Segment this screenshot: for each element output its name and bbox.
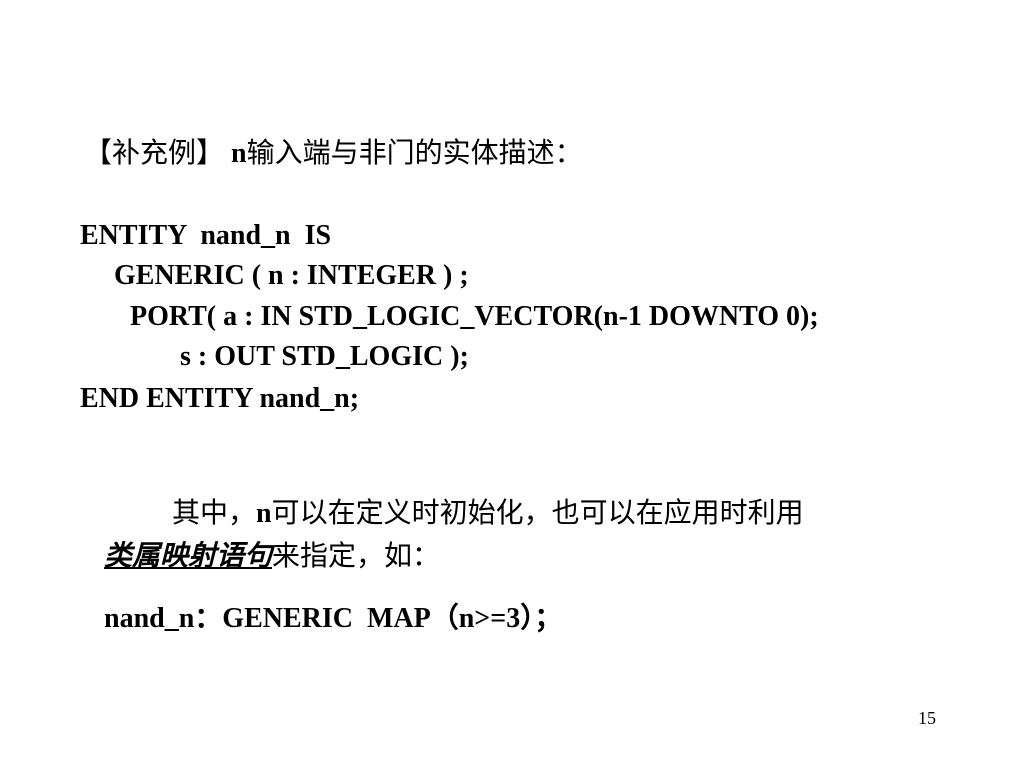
explanation-line-2-rest: 来指定，如：: [272, 539, 441, 572]
explanation-prefix: 其中，: [172, 496, 257, 529]
explanation-n: n: [256, 498, 272, 529]
heading-n: n: [224, 138, 247, 169]
heading-tag: 【补充例】: [84, 136, 225, 169]
code-line-entity: ENTITY nand_n IS: [80, 220, 332, 251]
explanation-line-2: 类属映射语句来指定，如：: [104, 542, 440, 570]
page-number: 15: [918, 708, 936, 728]
heading-text: 输入端与非门的实体描述：: [246, 136, 583, 169]
code-line-output: s : OUT STD_LOGIC );: [180, 341, 469, 372]
code-line-port: PORT( a : IN STD_LOGIC_VECTOR(n-1 DOWNTO…: [130, 301, 819, 332]
explanation-line-1: 其中，n可以在定义时初始化，也可以在应用时利用: [172, 499, 804, 528]
code-line-end-entity: END ENTITY nand_n;: [80, 383, 360, 414]
code-line-generic: GENERIC ( n : INTEGER ) ;: [114, 260, 469, 291]
slide-heading: 【补充例】 n输入端与非门的实体描述：: [84, 139, 583, 168]
explanation-rest: 可以在定义时初始化，也可以在应用时利用: [271, 496, 804, 529]
generic-map-term: 类属映射语句: [104, 539, 273, 572]
generic-map-statement: nand_n：GENERIC MAP（n>=3）；: [104, 603, 563, 634]
